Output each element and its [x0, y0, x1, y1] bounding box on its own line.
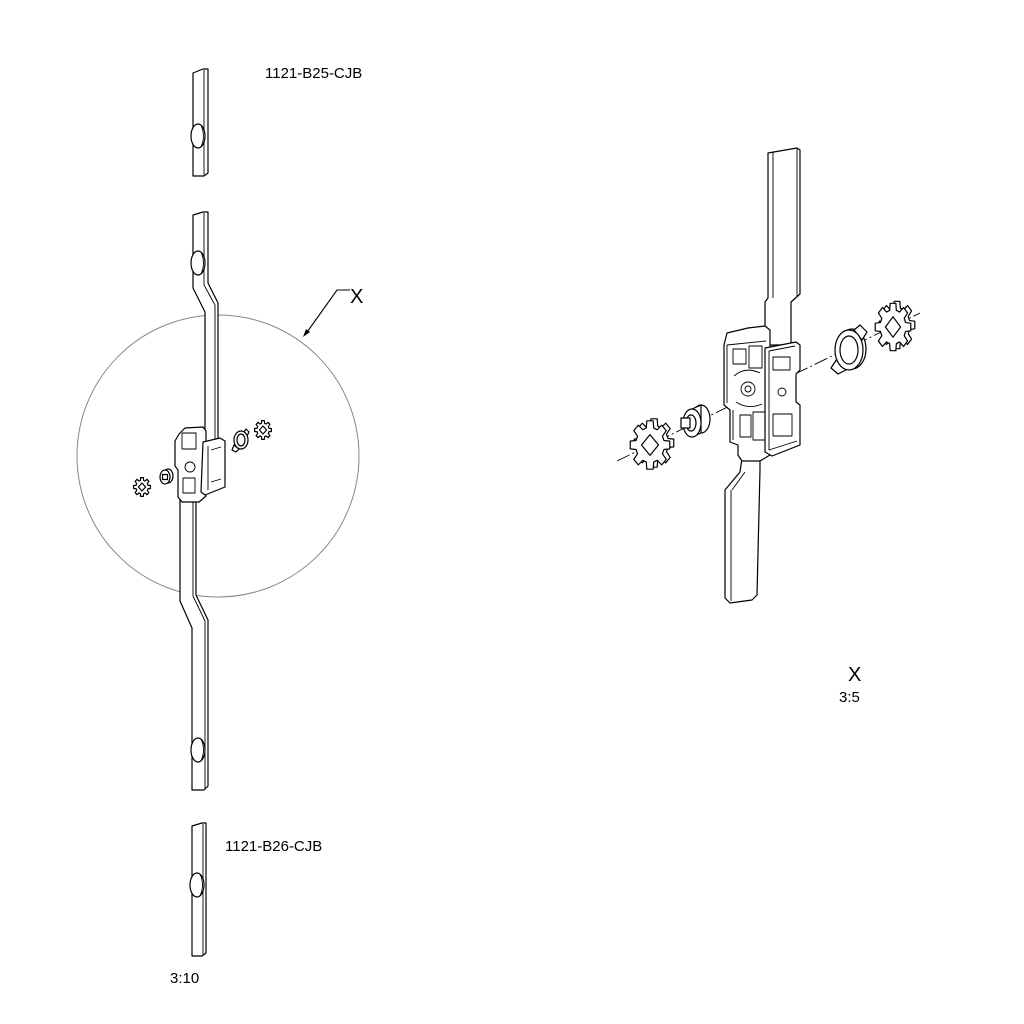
retaining-ring-inner	[840, 336, 858, 364]
drive-hub-square-drive	[681, 418, 690, 428]
locking-cam-head	[190, 873, 204, 897]
detail-gearbox	[724, 326, 800, 461]
top-rod-bar	[193, 69, 208, 176]
detail-gearbox-cover-plate	[765, 342, 800, 456]
detail-upper-bar	[765, 148, 800, 345]
gearbox-overview	[175, 427, 225, 502]
top-rod-locking-cam	[191, 124, 205, 148]
top-rod-piece	[191, 69, 208, 176]
detail-scale: 3:5	[839, 689, 860, 706]
star-washer-face	[873, 301, 913, 353]
main-rod	[180, 212, 218, 790]
locking-cam-edge	[201, 739, 204, 761]
detail-gearbox-slot-b	[749, 346, 762, 368]
detail-label: X	[848, 664, 861, 686]
bottom-part-label: 1121-B26-CJB	[225, 838, 322, 855]
detail-cover-rivet	[778, 388, 786, 396]
gearbox-pinion	[185, 462, 195, 472]
callout-arrowhead	[303, 329, 310, 337]
detail-lower-bar-edge	[731, 472, 745, 601]
locking-cam-edge	[201, 252, 204, 274]
gearbox-cover-plate	[201, 438, 225, 495]
main-rod-lower-edge	[193, 498, 205, 789]
detail-gearbox-slot-c	[740, 415, 751, 437]
top-part-label: 1121-B25-CJB	[265, 65, 362, 82]
detail-cover-window-lower	[773, 414, 792, 436]
main-rod-upper-locking-cam	[191, 251, 205, 275]
gearbox-plate-edge	[208, 446, 221, 490]
locking-cam-edge	[200, 874, 203, 896]
detail-cover-window-upper	[773, 357, 790, 370]
detail-upper-bar-edge	[773, 149, 797, 298]
detail-gearbox-cover-edge	[769, 346, 797, 450]
detail-gearbox-housing	[724, 326, 770, 461]
detail-star-washer-outer	[628, 417, 676, 471]
drive-hub-square	[163, 475, 168, 480]
detail-star-washer-inner	[873, 299, 917, 353]
callout-leader-line	[304, 289, 350, 336]
detail-gearbox-slot-a	[733, 349, 746, 364]
detail-lower-bar-face	[725, 458, 760, 603]
locking-cam-head	[191, 738, 205, 762]
retaining-ring-small	[232, 429, 249, 452]
callout-label: X	[350, 286, 363, 308]
detail-gearbox-pinion	[741, 382, 755, 396]
overview-scale: 3:10	[170, 970, 199, 987]
gearbox-slot-lower	[183, 478, 195, 493]
locking-cam-edge	[201, 125, 204, 147]
detail-drive-hub	[681, 405, 710, 437]
main-rod-lower-locking-cam	[191, 738, 205, 762]
star-washer-outer	[133, 477, 151, 497]
gearbox-slot-upper	[182, 433, 196, 449]
main-rod-lower-bar	[180, 498, 208, 790]
overview-view: 1121-B25-CJB X 1121-B26-CJB 3:10	[76, 65, 363, 987]
star-washer-face	[628, 419, 672, 471]
bottom-rod-locking-cam	[190, 873, 204, 897]
detail-gearbox-latch	[734, 370, 762, 406]
drive-hub-small	[160, 469, 173, 484]
bottom-rod-piece	[190, 823, 206, 956]
locking-cam-head	[191, 251, 205, 275]
retaining-ring-inner	[237, 434, 245, 446]
detail-lower-bar	[725, 458, 760, 603]
detail-gearbox-housing-edge	[727, 341, 766, 440]
locking-cam-head	[191, 124, 205, 148]
detail-view: X 3:5	[616, 148, 921, 706]
main-rod-upper-edge	[204, 213, 215, 440]
star-washer-inner	[254, 420, 272, 440]
detail-retaining-ring	[831, 325, 867, 374]
detail-gearbox-pinion-hub	[745, 386, 751, 392]
detail-upper-bar-face	[765, 148, 800, 345]
